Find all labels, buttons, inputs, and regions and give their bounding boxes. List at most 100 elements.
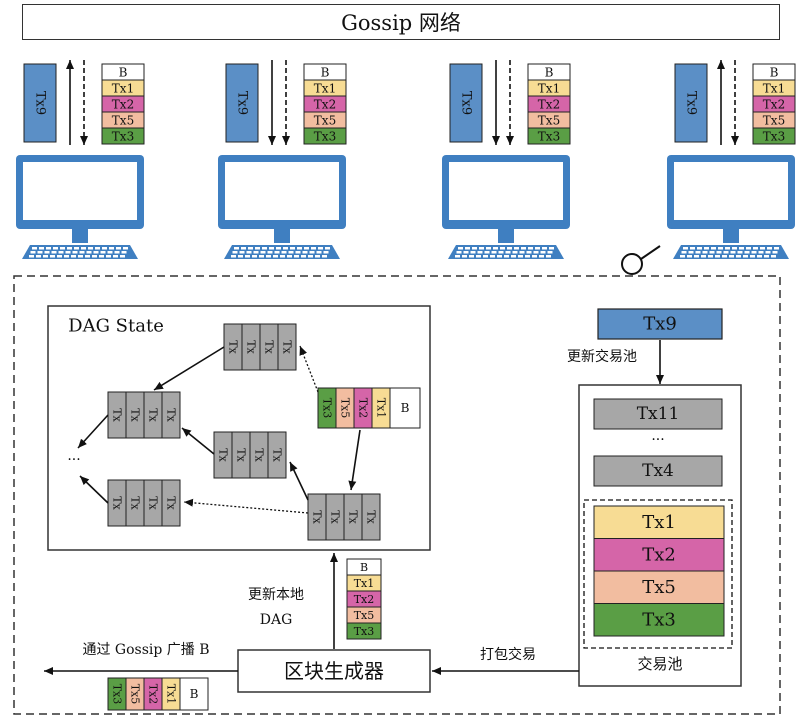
node-2-computer-icon-key <box>266 255 271 258</box>
node-1-computer-icon-key <box>58 251 64 254</box>
node-1-computer-icon <box>16 155 144 259</box>
node-4-block-label-0: B <box>770 66 779 80</box>
node-3-block-label-4: Tx3 <box>538 130 560 144</box>
node-3-computer-icon-key <box>462 255 467 258</box>
node-4-computer-icon-screen <box>674 162 788 220</box>
node-3-computer-icon-key <box>498 251 504 254</box>
dag-arrow-new-to-right <box>348 429 361 491</box>
node-4-computer-icon-key <box>709 251 715 254</box>
node-4-computer-icon-key <box>771 255 776 258</box>
dag-block-top-cell-3 <box>277 323 297 371</box>
node-3-computer-icon-key <box>519 251 525 254</box>
node-3-computer-icon-key <box>518 255 523 258</box>
dag-block-right-label-2: Tx <box>347 510 360 524</box>
block-generator-box <box>237 649 431 693</box>
pool-tx11-label: Tx11 <box>637 404 680 424</box>
node-1-computer-icon-key <box>29 255 34 258</box>
node-3-block-cell-4 <box>527 127 571 145</box>
dag-block-middle-cell-3 <box>267 431 287 479</box>
node-2-computer-icon-key <box>267 251 273 254</box>
dag-block-left-label-3: Tx <box>165 408 178 422</box>
dag-block-bottom-cell-3 <box>161 479 181 527</box>
node-4-computer-icon-key <box>746 247 751 250</box>
node-1-computer-icon-key <box>67 247 72 250</box>
node-detail-container <box>13 275 781 715</box>
incoming-tx9-block <box>597 308 723 340</box>
node-3-computer-icon-key <box>458 247 463 250</box>
node-2-computer-icon-key <box>255 247 260 250</box>
node-1-computer-icon-key <box>46 247 51 250</box>
node-4-computer-icon-key <box>697 247 702 250</box>
pool-selected-tx3-block <box>593 603 725 637</box>
node-2-block-label-4: Tx3 <box>314 130 336 144</box>
node-2-block-label-1: Tx1 <box>314 82 336 96</box>
dag-block-middle-label-1: Tx <box>235 448 248 462</box>
node-2-block-cell-4 <box>303 127 347 145</box>
node-3-tx9-block <box>449 63 483 143</box>
node-1-block-label-2: Tx2 <box>112 98 134 112</box>
node-1-computer-icon-stand <box>72 229 88 243</box>
gossip-network-title: Gossip 网络 <box>341 11 461 35</box>
node-3-computer-icon-key <box>493 247 498 250</box>
node-4-computer-icon-key <box>687 255 692 258</box>
node-2-computer-icon-key <box>316 251 322 254</box>
node-3-computer-icon-stand <box>498 229 514 243</box>
broadcast-label: 通过 Gossip 广播 B <box>82 642 209 658</box>
node-4-computer-icon-key <box>758 251 764 254</box>
node-1-computer-icon-key <box>107 251 113 254</box>
node-4-computer-icon-key <box>739 247 744 250</box>
node-2-block-label-2: Tx2 <box>314 98 336 112</box>
node-4-computer-icon-key <box>757 255 762 258</box>
node-3-computer-icon-key <box>455 255 460 258</box>
dag-new-block-header <box>389 387 421 429</box>
node-2-computer-icon-key <box>246 251 252 254</box>
zoom-lens-icon <box>621 253 643 275</box>
dag-arrow-right-to-middle <box>289 461 309 501</box>
update-pool-label: 更新交易池 <box>567 348 637 365</box>
node-2-computer-icon-key <box>260 251 266 254</box>
pool-tx4-block <box>593 455 723 487</box>
node-4-block-label-2: Tx2 <box>763 98 785 112</box>
selected-tx-group <box>583 499 733 649</box>
node-4-computer-icon-key <box>702 251 708 254</box>
node-3-computer-icon-key <box>477 251 483 254</box>
node-1-computer-icon-key <box>79 251 85 254</box>
node-2-computer-icon-key <box>315 255 320 258</box>
node-4-computer-icon-key <box>730 251 736 254</box>
node-2-computer-icon-key <box>283 247 288 250</box>
middle-block-label-0: B <box>360 561 368 574</box>
node-1-computer-icon-key <box>37 251 43 254</box>
dag-arrow-left-to-ellipsis <box>77 414 109 449</box>
dag-new-block-label-3: Tx1 <box>375 398 388 419</box>
node-4-computer-icon-key <box>764 255 769 258</box>
node-3-computer-icon-key <box>484 251 490 254</box>
node-2-computer-icon-key <box>294 255 299 258</box>
dag-block-right-label-1: Tx <box>329 510 342 524</box>
node-3-computer-icon-key <box>521 247 526 250</box>
node-1-block-cell-4 <box>101 127 145 145</box>
node-2-computer-icon-key <box>276 247 281 250</box>
node-4-computer-icon-key <box>722 255 727 258</box>
node-1-computer-icon-key <box>78 255 83 258</box>
node-2-computer-icon <box>218 155 346 259</box>
dag-block-bottom-label-2: Tx <box>147 496 160 510</box>
node-1-computer-icon-key <box>39 247 44 250</box>
node-4-computer-icon-key <box>723 251 729 254</box>
node-4-computer-icon-key <box>690 247 695 250</box>
node-2-computer-icon-key <box>295 251 301 254</box>
node-2-computer-icon-key <box>308 255 313 258</box>
node-4-computer-icon-key <box>753 247 758 250</box>
node-1-block-label-0: B <box>119 66 128 80</box>
node-1-computer-icon-key <box>60 247 65 250</box>
node-4-computer-icon-key <box>688 251 694 254</box>
node-4-computer-icon-key <box>743 255 748 258</box>
node-3-computer-icon-key <box>465 247 470 250</box>
node-1-computer-icon-key <box>121 251 127 254</box>
node-4-computer-icon-key <box>711 247 716 250</box>
node-2-computer-icon-key <box>253 251 259 254</box>
node-4-computer-icon-key <box>750 255 755 258</box>
node-3-computer-icon-key <box>504 255 509 258</box>
node-3-computer-icon-key <box>533 251 539 254</box>
middle-block-label-4: Tx3 <box>354 625 375 638</box>
